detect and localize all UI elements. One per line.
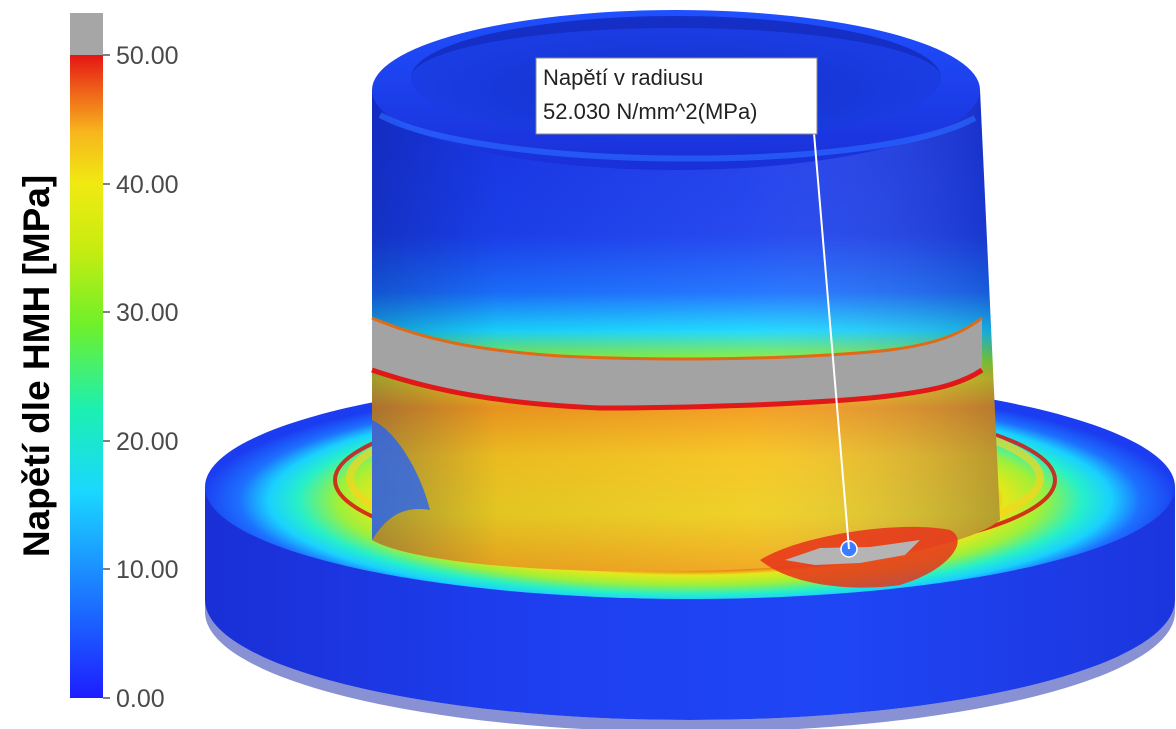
- probe-callout: Napětí v radiusu 52.030 N/mm^2(MPa): [535, 57, 850, 550]
- bore-inner-wall: [411, 16, 941, 78]
- rim-highlight: [378, 112, 977, 162]
- callout-box: [535, 57, 818, 135]
- overrange-band-top-edge: [371, 316, 983, 361]
- legend-title: Napětí dle HMH [MPa]: [16, 175, 57, 557]
- legend-color-bar: [70, 55, 103, 698]
- overrange-band-gray: [372, 318, 982, 408]
- tick-label-0: 0.00: [116, 685, 165, 713]
- cylinder-shading: [372, 90, 1000, 572]
- tick-label-50: 50.00: [116, 42, 179, 70]
- tick-label-30: 30.00: [116, 299, 179, 327]
- tick-label-10: 10.00: [116, 556, 179, 584]
- cylinder-low-stress-patch: [372, 420, 430, 540]
- legend-ticks: [103, 54, 110, 699]
- tick-label-40: 40.00: [116, 171, 179, 199]
- legend-overflow-band: [70, 13, 103, 55]
- callout-leader-line: [813, 132, 850, 550]
- tick-label-20: 20.00: [116, 428, 179, 456]
- callout-title: Napětí v radiusu: [543, 65, 703, 90]
- overrange-band-red-edge: [371, 367, 984, 411]
- fem-model: [205, 10, 1175, 729]
- legend: Napětí dle HMH [MPa] 50.00 40.00 30.00 2…: [16, 13, 179, 713]
- callout-value: 52.030 N/mm^2(MPa): [543, 99, 758, 124]
